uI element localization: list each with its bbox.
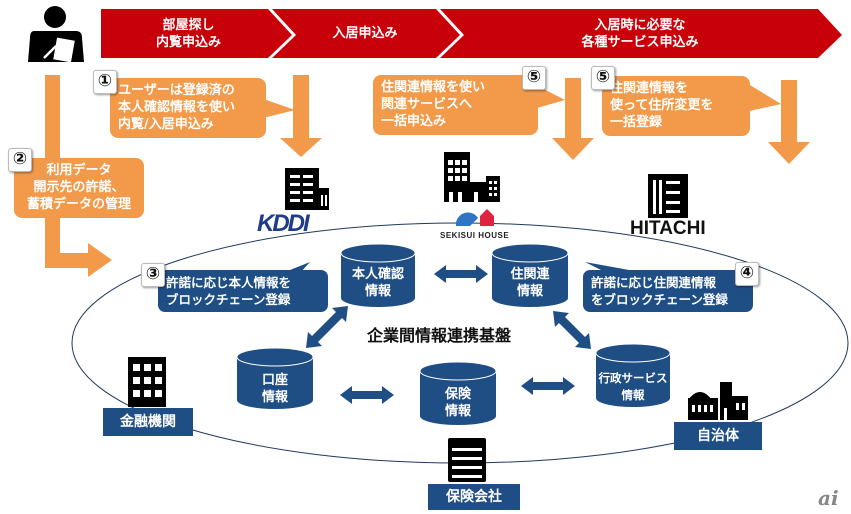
db-admin-shape — [595, 343, 671, 407]
hitachi-building-icon — [648, 174, 688, 218]
step-number-4: ④ — [735, 262, 759, 286]
finance-institution-label: 金融機関 — [103, 408, 193, 436]
banner-step-2: 入居申込み — [332, 26, 398, 41]
step-number-3: ③ — [141, 263, 165, 287]
db-insurance-label: 保険 情報 — [444, 387, 471, 419]
db-identity-shape — [340, 243, 416, 307]
db-insurance-shape — [419, 361, 497, 425]
insurance-company-label: 保険会社 — [428, 484, 520, 510]
banner-step-1: 部屋探し 内覧申込み — [155, 17, 221, 50]
db-housing-shape — [491, 243, 569, 307]
step-number-5a: ⑤ — [522, 66, 546, 90]
sekisui-logo-icon — [455, 209, 494, 226]
banner-step-2-shape — [272, 9, 460, 58]
step-number-2: ② — [8, 148, 32, 172]
banner-step-1-shape — [101, 9, 292, 58]
step-number-5b: ⑤ — [591, 66, 615, 90]
db-account-shape — [236, 347, 314, 409]
sekisui-building-icon — [444, 152, 500, 202]
callout-4: 許諾に応じ住関連情報 をブロックチェーン登録 — [583, 270, 753, 312]
callout-2: 利用データ 開示先の許諾、 蓄積データの管理 — [14, 158, 144, 218]
user-icon — [28, 6, 84, 63]
banner-step-3: 入居時に必要な 各種サービス申込み — [581, 17, 699, 50]
insurance-building-icon — [448, 438, 486, 482]
hitachi-logo: HITACHI — [630, 218, 706, 239]
db-housing-label: 住関連 情報 — [510, 267, 550, 299]
data-link-arrows — [306, 265, 591, 404]
callout-5a: 住関連情報を使い 関連サービスへ 一括申込み — [373, 75, 538, 135]
db-account-label: 口座 情報 — [261, 373, 288, 405]
flow-arrows — [45, 75, 810, 277]
kddi-logo: KDDI — [257, 210, 310, 237]
municipality-building-icon — [688, 382, 748, 420]
db-identity-label: 本人確認 情報 — [351, 267, 404, 299]
kddi-building-icon — [285, 168, 329, 210]
municipality-label: 自治体 — [674, 422, 762, 450]
sekisui-house-logo: SEKISUI HOUSE — [440, 231, 510, 240]
callout-5b: 住関連情報を 使って住所変更を 一括登録 — [602, 76, 750, 136]
banner-step-3-shape — [440, 9, 842, 58]
platform-title: 企業間情報連携基盤 — [367, 326, 512, 345]
callout-3: 許諾に応じ本人情報を ブロックチェーン登録 — [158, 270, 328, 312]
watermark-logo: ai — [818, 486, 839, 510]
finance-building-icon — [128, 357, 166, 407]
db-admin-label: 行政サービス 情報 — [598, 371, 668, 402]
step-number-1: ① — [93, 70, 117, 94]
callout-1: ユーザーは登録済の 本人確認情報を使い 内覧/入居申込み — [110, 78, 266, 138]
